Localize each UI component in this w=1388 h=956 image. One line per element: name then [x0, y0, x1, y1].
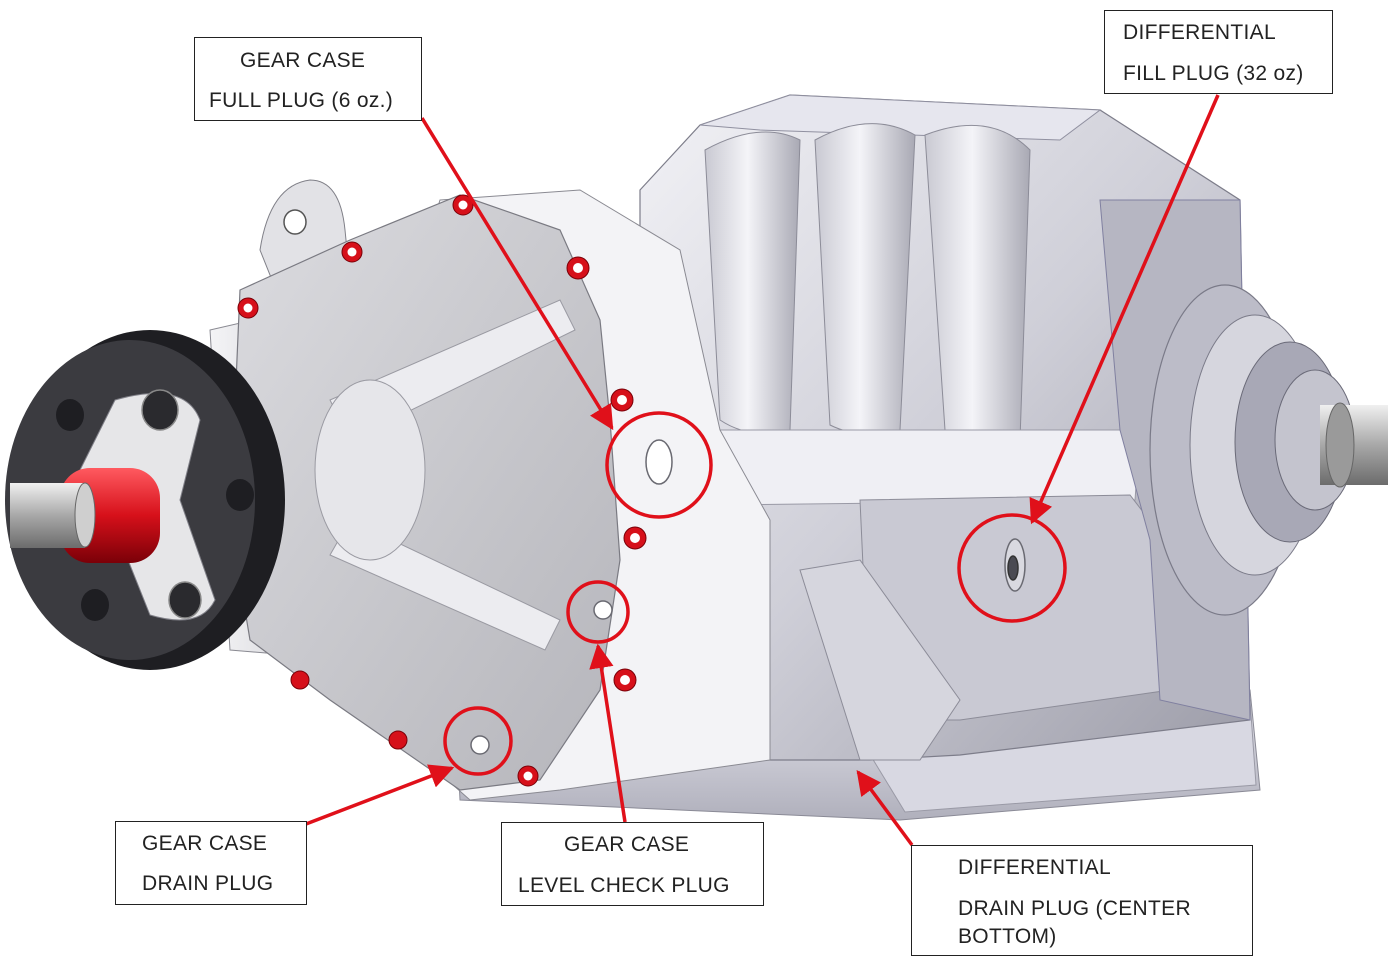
callout-differential-drain-plug: DIFFERENTIAL DRAIN PLUG (CENTER BOTTOM) — [911, 845, 1253, 956]
callout-line: FULL PLUG (6 oz.) — [209, 89, 394, 112]
callout-line: GEAR CASE — [240, 49, 366, 72]
circle-highlight-icon — [605, 411, 713, 519]
bolt-centers — [243, 200, 640, 781]
arrow-icon — [856, 770, 914, 847]
callout-line: DIFFERENTIAL — [1123, 21, 1276, 44]
callout-differential-fill-plug: DIFFERENTIAL FILL PLUG (32 oz) — [1104, 10, 1333, 94]
callout-line: DIFFERENTIAL — [958, 856, 1111, 879]
callout-line: FILL PLUG (32 oz) — [1123, 62, 1304, 85]
arrow-icon — [1029, 94, 1220, 525]
callout-line: DRAIN PLUG — [142, 872, 274, 895]
arrow-icon — [305, 764, 455, 826]
circle-highlight-icon — [443, 706, 513, 776]
callout-line: BOTTOM) — [958, 925, 1057, 948]
circle-highlight-icon — [566, 580, 630, 644]
arrow-icon — [420, 117, 614, 431]
callout-line: GEAR CASE — [142, 832, 268, 855]
gear-case-housing — [209, 179, 771, 801]
callout-gear-case-fill-plug: GEAR CASE FULL PLUG (6 oz.) — [194, 37, 422, 121]
callout-gear-case-drain-plug: GEAR CASE DRAIN PLUG — [115, 821, 307, 905]
plug-holes — [470, 439, 1026, 755]
plug-highlight-circles — [443, 411, 1067, 776]
leader-arrows — [305, 94, 1220, 847]
callout-line: LEVEL CHECK PLUG — [518, 874, 730, 897]
callout-line: DRAIN PLUG (CENTER — [958, 897, 1191, 920]
callout-gear-case-level-check-plug: GEAR CASE LEVEL CHECK PLUG — [501, 822, 764, 906]
input-flange — [5, 330, 285, 670]
circle-highlight-icon — [957, 513, 1067, 623]
right-output-shaft — [1149, 284, 1388, 616]
callout-line: GEAR CASE — [564, 833, 690, 856]
arrow-icon — [589, 643, 627, 823]
